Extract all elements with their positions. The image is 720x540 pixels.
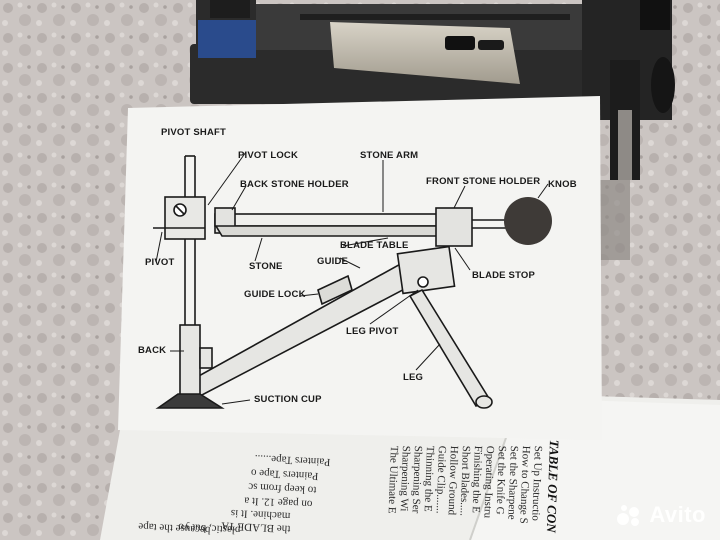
sharpener-device [190, 0, 675, 260]
label-blade-table: BLADE TABLE [340, 240, 409, 251]
label-front-stone-holder: FRONT STONE HOLDER [426, 176, 541, 187]
label-guide: GUIDE [317, 256, 349, 267]
label-blade-stop: BLADE STOP [472, 270, 536, 281]
label-knob: KNOB [548, 179, 577, 190]
label-pivot-lock: PIVOT LOCK [238, 150, 299, 161]
avito-logo-icon [617, 503, 645, 527]
label-guide-lock: GUIDE LOCK [244, 289, 306, 300]
toc-line: Thinning the E [421, 445, 436, 512]
sharpener-diagram [153, 151, 552, 409]
label-suction-cup: SUCTION CUP [254, 394, 322, 405]
label-pivot: PIVOT [145, 257, 175, 268]
toc-line: The Ultimate E [385, 445, 400, 514]
label-back: BACK [138, 345, 167, 356]
toc-line: Guide Clip....... [433, 445, 448, 514]
avito-watermark: Avito [617, 502, 706, 528]
toc-line: Sharpening Wi [397, 445, 412, 512]
toc-line: Operating Instru [481, 445, 496, 519]
toc-title: TABLE OF CON [543, 439, 562, 533]
label-back-stone-holder: BACK STONE HOLDER [240, 179, 349, 190]
label-stone: STONE [249, 261, 283, 272]
toc-line: Finishing the E [469, 445, 484, 514]
avito-brand-text: Avito [649, 502, 706, 527]
label-stone-arm: STONE ARM [360, 150, 419, 161]
label-leg: LEG [403, 372, 424, 383]
toc-line: Set the Knife G [493, 445, 508, 515]
label-leg-pivot: LEG PIVOT [346, 326, 399, 337]
toc-line: Hollow Ground [445, 445, 460, 516]
toc-line: Short Blades..... [457, 445, 472, 517]
toc-line: Sharpening Ser [409, 445, 424, 514]
label-pivot-shaft: PIVOT SHAFT [161, 127, 227, 138]
